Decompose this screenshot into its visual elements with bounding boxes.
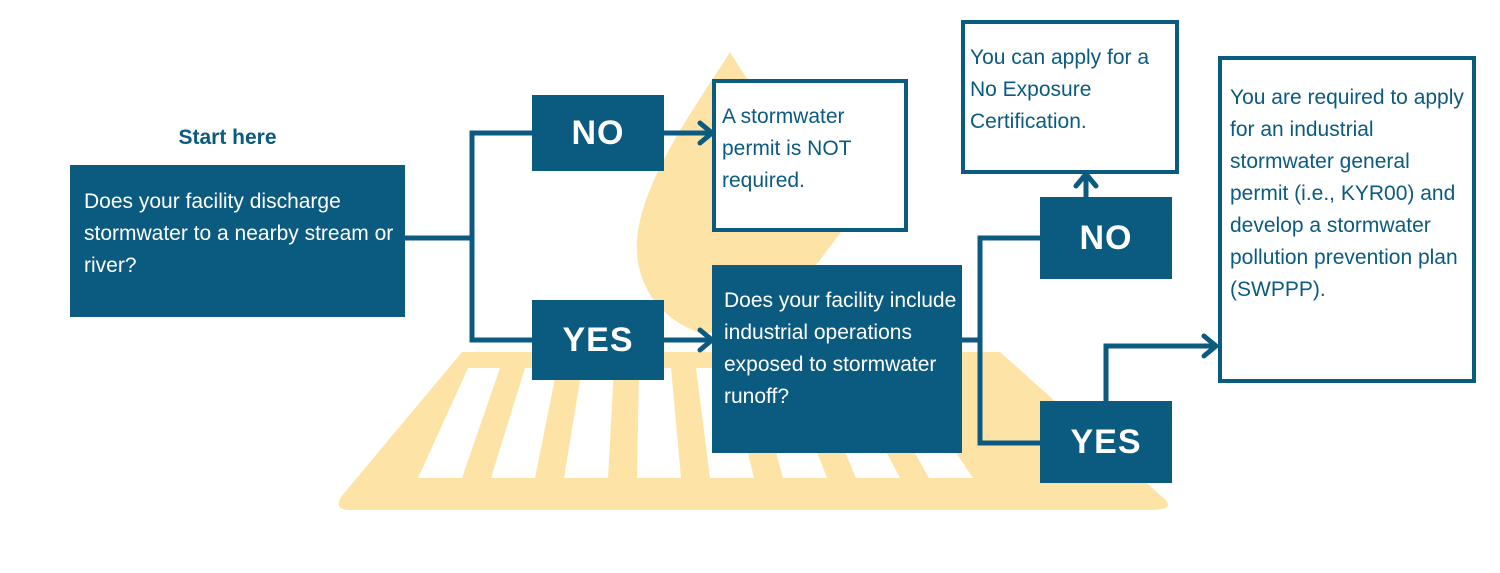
connector-q2-branch	[959, 235, 1043, 446]
question-exposure-box: Does your facility include industrial op…	[712, 265, 962, 453]
arrowhead-to-no-exposure	[1073, 171, 1099, 189]
question-discharge-box: Does your facility discharge stormwater …	[70, 165, 405, 317]
answer-no-1: NO	[532, 95, 664, 171]
answer-no-2-label: NO	[1079, 218, 1133, 257]
question-discharge-text: Does your facility discharge stormwater …	[84, 190, 394, 277]
result-not-required-box: A stormwater permit is NOT required.	[712, 79, 908, 232]
connector-yes2-arrow	[1103, 343, 1213, 404]
answer-yes-1: YES	[532, 300, 664, 380]
result-permit-required-box: You are required to apply for an industr…	[1218, 56, 1476, 383]
answer-yes-2: YES	[1040, 401, 1172, 483]
answer-no-1-label: NO	[571, 113, 625, 152]
answer-yes-1-label: YES	[562, 320, 634, 359]
answer-no-2: NO	[1040, 197, 1172, 279]
result-no-exposure-text: You can apply for a No Exposure Certific…	[970, 46, 1150, 133]
connector-q1-branch	[402, 130, 535, 343]
result-permit-required-text: You are required to apply for an industr…	[1230, 86, 1464, 301]
arrowhead-to-permit-required	[1201, 333, 1219, 359]
question-exposure-text: Does your facility include industrial op…	[724, 289, 957, 408]
result-not-required-text: A stormwater permit is NOT required.	[722, 105, 852, 192]
start-here-label: Start here	[178, 126, 277, 149]
answer-yes-2-label: YES	[1070, 422, 1142, 461]
result-no-exposure-box: You can apply for a No Exposure Certific…	[961, 20, 1179, 174]
